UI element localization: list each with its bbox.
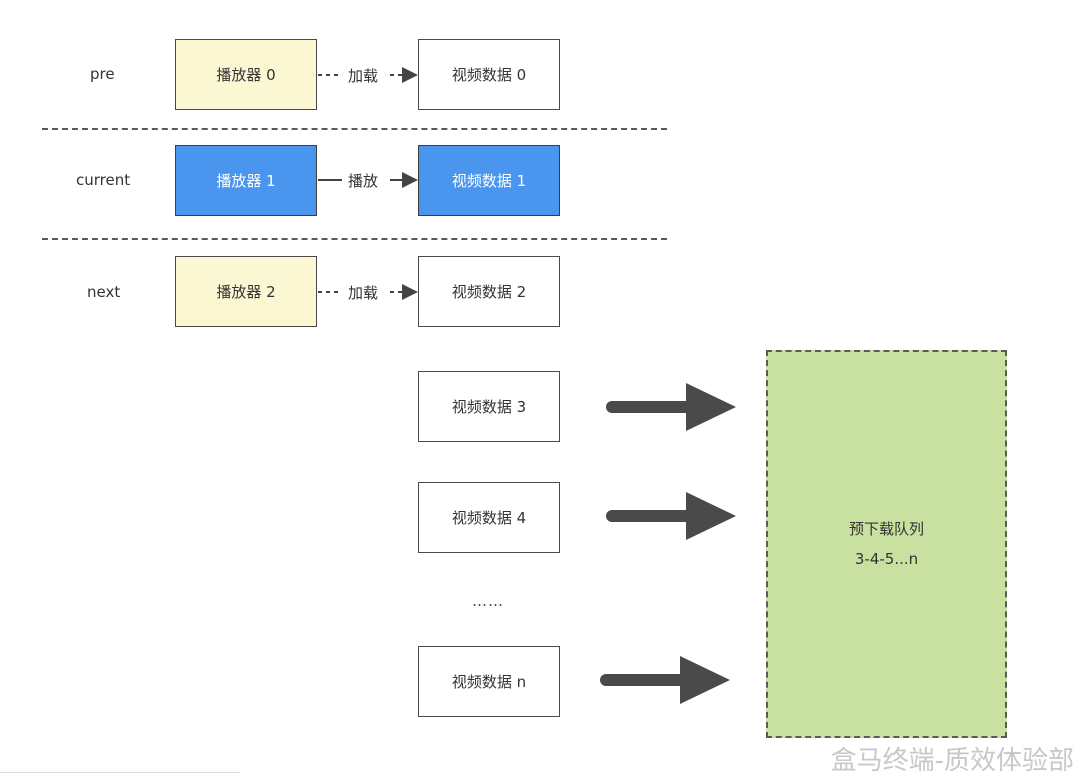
video-box-2: 视频数据 2: [418, 256, 560, 327]
divider-2: [42, 238, 667, 240]
connector-label-2: 加载: [346, 282, 381, 303]
queue-sequence: 3-4-5...n: [854, 550, 919, 568]
video-box-3: 视频数据 3: [418, 371, 560, 442]
video-box-1: 视频数据 1: [418, 145, 560, 216]
watermark: 盒马终端-质效体验部: [830, 746, 1074, 776]
row-label-current: current: [76, 171, 131, 189]
video-box-4: 视频数据 4: [418, 482, 560, 553]
video-box-n: 视频数据 n: [418, 646, 560, 717]
ellipsis: ……: [472, 592, 504, 610]
player-box-2: 播放器 2: [175, 256, 317, 327]
row-label-pre: pre: [90, 65, 115, 83]
predownload-queue: 预下载队列 3-4-5...n: [766, 350, 1007, 738]
big-arrow-n: [600, 656, 730, 704]
video-box-0: 视频数据 0: [418, 39, 560, 110]
bottom-strip: [0, 772, 240, 779]
player-box-0: 播放器 0: [175, 39, 317, 110]
connector-label-0: 加载: [346, 65, 381, 86]
player-box-1: 播放器 1: [175, 145, 317, 216]
queue-title: 预下载队列: [848, 520, 924, 538]
big-arrow-3: [606, 383, 736, 431]
row-label-next: next: [87, 283, 121, 301]
connector-label-1: 播放: [346, 170, 381, 191]
divider-1: [42, 128, 667, 130]
big-arrow-4: [606, 492, 736, 540]
